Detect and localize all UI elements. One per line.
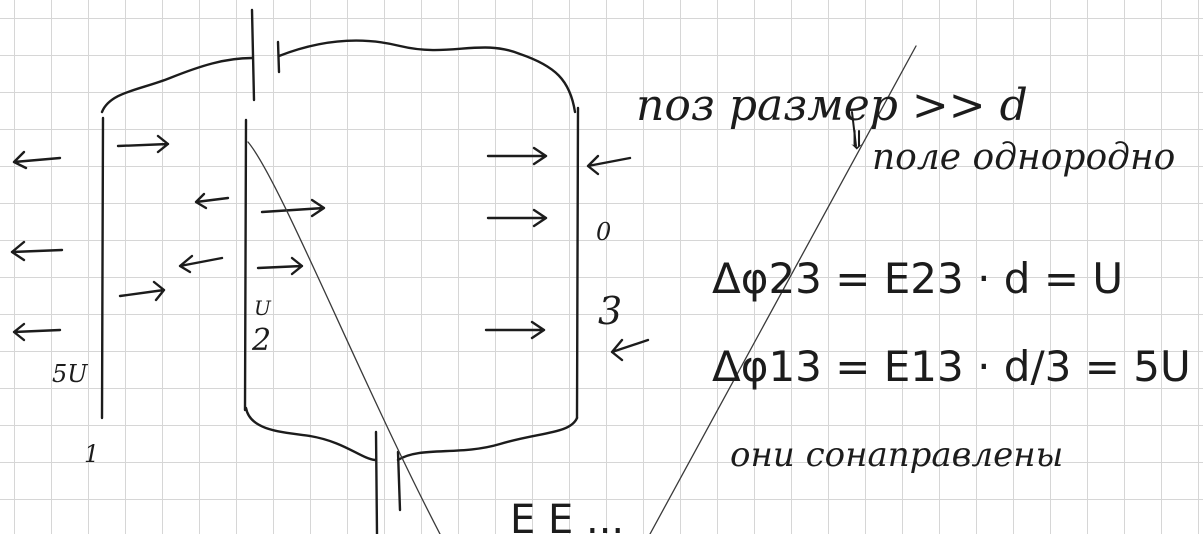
note-size-condition: поз размер >> d — [636, 80, 1028, 131]
bottom-wire-right — [396, 416, 579, 462]
plate-3 — [575, 106, 580, 420]
equation-potential-13: Δφ13 = E13 · d/3 = 5U — [712, 342, 1191, 391]
field-arrow-23-c — [486, 146, 548, 166]
implies-arrow-stroke — [851, 111, 857, 147]
plate-2-label: 2 — [252, 323, 272, 358]
top-wire-left — [100, 56, 254, 114]
field-arrow-23-a — [260, 198, 326, 218]
field-arrow-out-2 — [10, 240, 64, 262]
note-implies-mark: ⇓ — [846, 126, 868, 156]
field-arrow-out-1 — [12, 150, 62, 170]
plate-2-potential: U — [254, 296, 271, 320]
field-arrow-r-2 — [610, 338, 650, 362]
field-arrow-23-b — [256, 256, 304, 276]
bottom-wire-left — [244, 406, 377, 462]
field-arrow-12-c — [178, 254, 224, 274]
plate-3-label: 3 — [598, 289, 623, 333]
note-cut-off-bottom: E E ... — [510, 497, 625, 534]
bottom-battery-long-plate — [374, 430, 379, 534]
plate-1-label: 1 — [84, 440, 100, 468]
cross-out-line-long — [649, 45, 917, 534]
field-arrow-12-d — [194, 192, 230, 210]
field-arrow-23-e — [484, 320, 546, 340]
equation-potential-23: Δφ23 = E23 · d = U — [712, 254, 1124, 303]
top-battery-long-plate — [250, 8, 256, 102]
field-arrow-23-d — [486, 208, 548, 228]
note-uniform-field: поле однородно — [872, 137, 1176, 178]
note-co-directed: они сонаправлены — [730, 435, 1064, 475]
field-arrow-r-1 — [586, 154, 632, 176]
plate-2 — [243, 118, 248, 412]
plate-3-potential: 0 — [596, 218, 612, 246]
plate-1-potential: 5U — [52, 360, 88, 388]
top-wire-right — [277, 39, 577, 114]
field-arrow-out-3 — [12, 322, 62, 342]
bottom-battery-short-plate — [396, 450, 402, 512]
cross-out-line-diagonal — [247, 141, 441, 534]
plate-1 — [100, 116, 105, 420]
field-arrow-12-b — [118, 280, 166, 302]
field-arrow-12-a — [116, 134, 170, 154]
